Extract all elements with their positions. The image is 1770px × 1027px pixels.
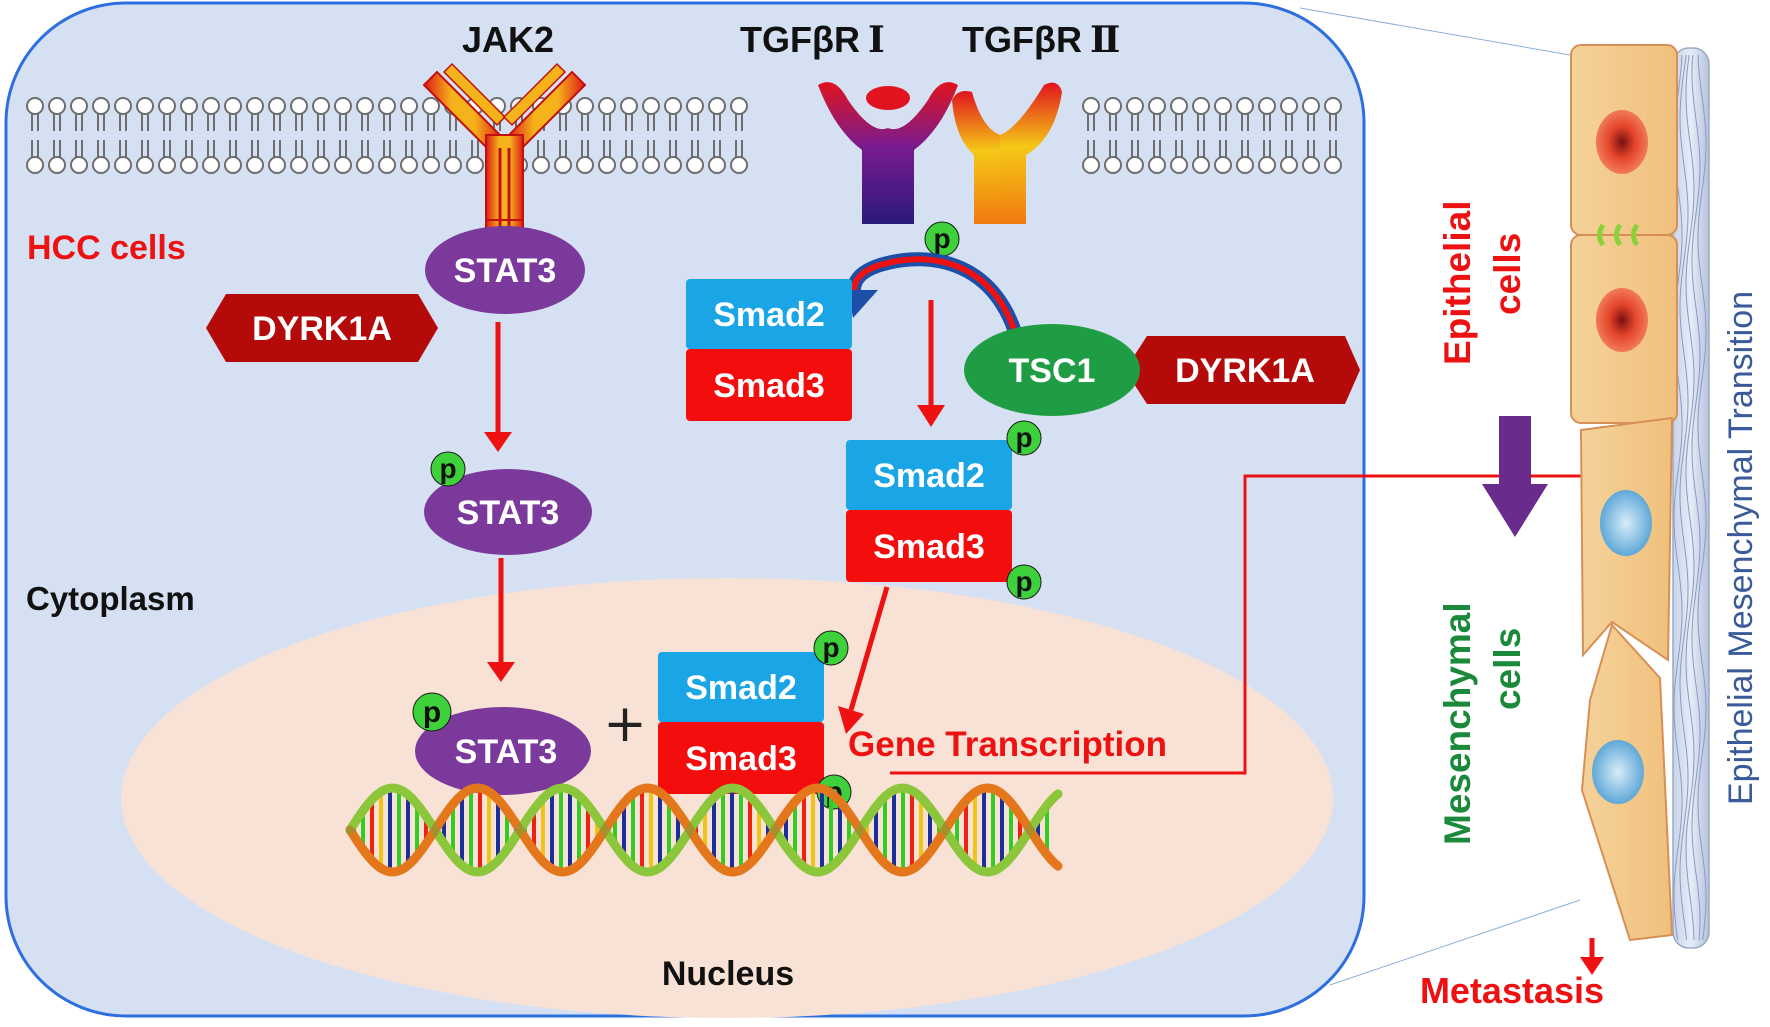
phospho-label-stat3-3: p (423, 696, 441, 729)
metastasis-label: Metastasis (1420, 970, 1604, 1011)
stat3-label-1: STAT3 (454, 252, 557, 290)
epithelial-label-line2: cells (1487, 233, 1528, 315)
dyrk1a-hexagon-left (206, 294, 438, 362)
smad3-box-3 (658, 722, 824, 794)
gene-transcription-label: Gene Transcription (848, 725, 1167, 764)
dyrk1a-hexagon-right (1125, 336, 1360, 404)
smad2-box-3 (658, 652, 824, 722)
mesenchymal-nucleus-2 (1592, 740, 1644, 804)
curved-arrowhead (848, 290, 878, 318)
smad3-label-1: Smad3 (713, 367, 825, 405)
smad2-box-1 (686, 279, 852, 349)
phospho-stat3-2 (430, 451, 466, 487)
mesenchymal-label-line1: Mesenchymal (1437, 602, 1478, 845)
tgfbr2-receptor (952, 82, 1062, 225)
arrowhead-stat3-2 (487, 662, 515, 682)
emt-process-label: Epithelial Mesenchymal Transition (1722, 291, 1760, 805)
phospho-smad2-2 (1006, 420, 1042, 456)
smad2-label-3: Smad2 (685, 669, 797, 707)
dyrk1a-label-left: DYRK1A (252, 310, 392, 348)
basement-membrane (1672, 47, 1710, 949)
arrow-smad-2 (848, 586, 890, 711)
stat3-label-3: STAT3 (455, 733, 558, 771)
arrowhead-stat3-1 (484, 432, 512, 452)
phospho-smad3-2 (1006, 564, 1042, 600)
phospho-label-smad2-2: p (1015, 422, 1032, 453)
mesenchymal-nucleus-1 (1600, 490, 1652, 556)
mesenchymal-label-line2: cells (1487, 628, 1528, 710)
epithelial-label-line1: Epithelial (1437, 201, 1478, 365)
phospho-label-smad3-2: p (1015, 566, 1032, 597)
hcc-cells-label: HCC cells (27, 229, 186, 267)
stat3-node-1 (425, 226, 585, 314)
epithelial-nucleus-2 (1596, 288, 1648, 352)
tsc1-node (964, 324, 1140, 416)
stat3-node-3 (415, 707, 591, 795)
tgfbr1-receptor (818, 82, 958, 225)
smad3-label-2: Smad3 (873, 528, 985, 566)
emt-arrow-shaft (1499, 416, 1531, 486)
nucleus-label: Nucleus (662, 955, 794, 993)
phospho-label-stat3-2: p (439, 453, 456, 484)
arrowhead-smad-1 (917, 405, 945, 427)
cytoplasm-label: Cytoplasm (26, 580, 195, 617)
phospho-label-receptor: p (933, 223, 950, 254)
plus-sign: + (603, 694, 647, 754)
jak2-receptor (422, 62, 587, 239)
phospho-smad2-3 (813, 630, 849, 666)
phospho-label-smad2-3: p (822, 632, 839, 663)
smad3-box-2 (846, 510, 1012, 582)
smad2-label-1: Smad2 (713, 296, 825, 334)
metastasis-arrowhead (1580, 957, 1604, 975)
epithelial-nucleus-1 (1596, 110, 1648, 174)
zoom-line-bottom (1329, 899, 1581, 986)
arrowhead-smad-2 (838, 706, 864, 734)
smad3-box-1 (686, 349, 852, 421)
cell-junction (1597, 223, 1640, 247)
smad3-label-3: Smad3 (685, 740, 797, 778)
zoom-line-top (1299, 7, 1571, 56)
phospho-stat3-3 (412, 692, 452, 732)
dyrk1a-label-right: DYRK1A (1175, 352, 1315, 390)
tsc1-label: TSC1 (1009, 352, 1096, 390)
stat3-label-2: STAT3 (457, 494, 560, 532)
smad2-label-2: Smad2 (873, 457, 985, 495)
smad2-box-2 (846, 440, 1012, 510)
jak2-label: JAK2 (462, 19, 554, 60)
nucleus (121, 578, 1333, 1018)
emt-arrowhead (1482, 484, 1548, 537)
basement-membrane-fibers (1673, 54, 1707, 941)
gene-transcription-arrow (890, 474, 1590, 775)
dna-helix (345, 783, 1063, 877)
stat3-node-2 (424, 469, 592, 555)
